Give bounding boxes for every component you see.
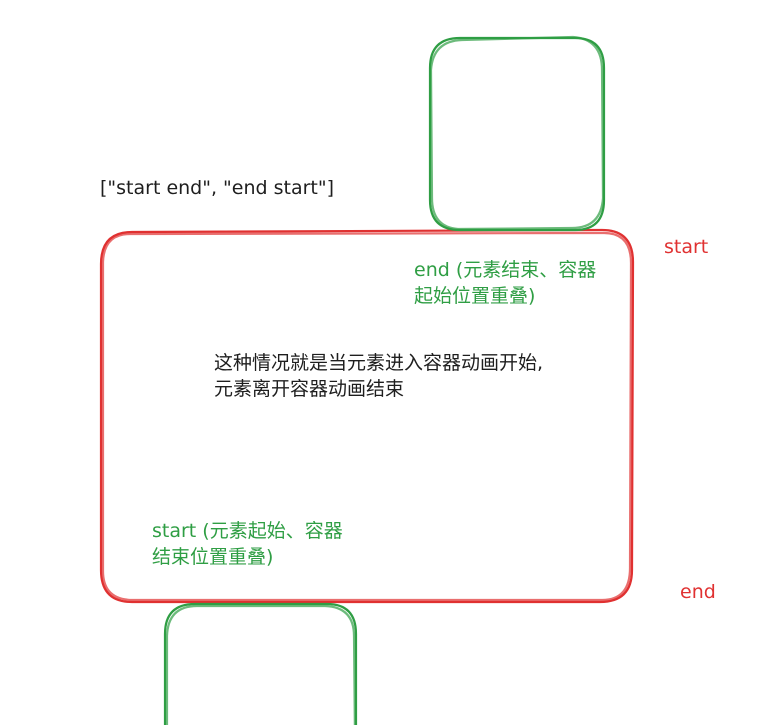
container-box [99,228,635,604]
element-box-bottom-outline [163,602,358,725]
container-box-outline-sketch [101,231,633,602]
element-end-note: end (元素结束、容器 起始位置重叠) [414,259,597,307]
offset-value-label: ["start end", "end start"] [100,177,335,199]
explanation-text: 这种情况就是当元素进入容器动画开始, 元素离开容器动画结束 [214,352,544,400]
element-box-bottom-outline-sketch [165,604,356,725]
element-box-top-outline [428,36,606,232]
element-box-start-position [163,602,358,725]
element-box-end-position [428,35,606,232]
element-start-note: start (元素起始、容器 结束位置重叠) [152,520,343,568]
container-box-outline [99,228,635,604]
container-end-label: end [680,581,716,603]
container-start-label: start [664,236,709,258]
element-box-top-outline-sketch [429,35,605,231]
